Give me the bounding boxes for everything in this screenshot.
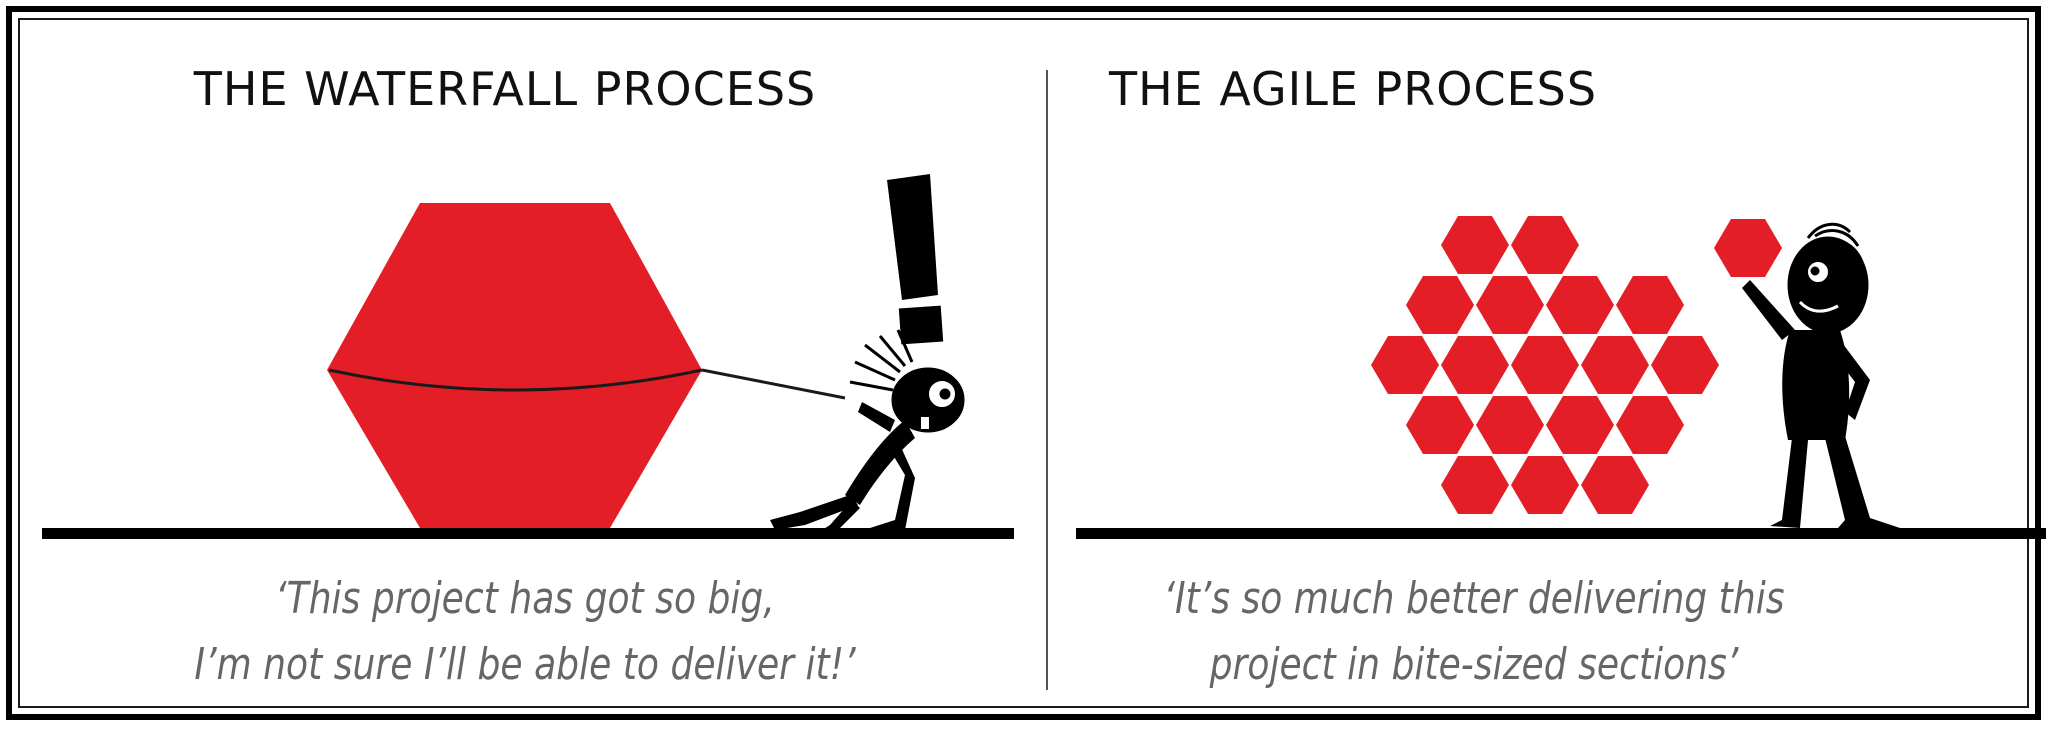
small-red-hexagon-icon <box>1616 396 1684 454</box>
small-red-hexagon-icon <box>1581 456 1649 514</box>
small-red-hexagon-icon <box>1406 396 1474 454</box>
large-red-hexagon-icon <box>327 203 703 528</box>
pull-rope <box>701 368 846 400</box>
small-red-hexagon-cluster <box>1371 216 1719 514</box>
small-red-hexagon-icon <box>1441 456 1509 514</box>
small-red-hexagon-icon <box>1581 336 1649 394</box>
held-small-red-hexagon-icon <box>1714 219 1782 277</box>
agile-ground-line <box>1076 528 2046 539</box>
small-red-hexagon-icon <box>1406 276 1474 334</box>
panel-divider <box>1046 70 1048 690</box>
agile-quote-line-1: ‘It’s so much better delivering this <box>1163 573 1785 624</box>
waterfall-quote-line-2: I’m not sure I’ll be able to deliver it!… <box>194 639 856 690</box>
small-red-hexagon-icon <box>1441 216 1509 274</box>
small-red-hexagon-icon <box>1476 396 1544 454</box>
small-red-hexagon-icon <box>1476 276 1544 334</box>
agile-quote: ‘It’s so much better delivering this pro… <box>1121 566 1826 698</box>
small-red-hexagon-icon <box>1651 336 1719 394</box>
small-red-hexagon-icon <box>1546 276 1614 334</box>
small-red-hexagon-icon <box>1616 276 1684 334</box>
waterfall-quote-line-1: ‘This project has got so big, <box>275 573 775 624</box>
small-red-hexagon-icon <box>1371 336 1439 394</box>
struggling-stick-figure-icon <box>770 329 965 534</box>
exclamation-mark-icon <box>887 174 944 345</box>
agile-quote-line-2: project in bite-sized sections’ <box>1209 639 1739 690</box>
small-red-hexagon-icon <box>1441 336 1509 394</box>
small-red-hexagon-icon <box>1546 396 1614 454</box>
happy-stick-figure-icon <box>1742 222 1900 528</box>
inner-frame <box>18 18 2029 708</box>
small-red-hexagon-icon <box>1511 336 1579 394</box>
agile-title: THE AGILE PROCESS <box>1108 62 1598 116</box>
waterfall-quote: ‘This project has got so big, I’m not su… <box>172 566 877 698</box>
waterfall-ground-line <box>42 528 1014 539</box>
waterfall-title: THE WATERFALL PROCESS <box>193 62 817 116</box>
small-red-hexagon-icon <box>1511 456 1579 514</box>
small-red-hexagon-icon <box>1511 216 1579 274</box>
